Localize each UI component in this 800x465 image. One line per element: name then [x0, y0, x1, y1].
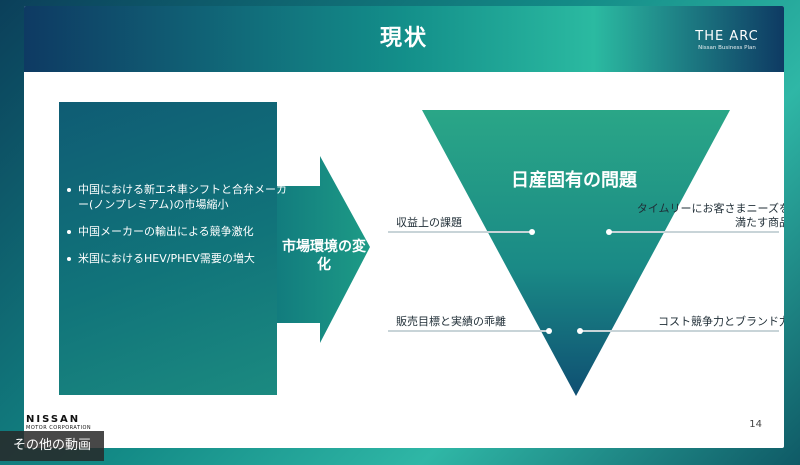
- market-issues-list: 中国における新エネ車シフトと合弁メーカー(ノンプレミアム)の市場縮小 中国メーカ…: [64, 182, 294, 278]
- nissan-logo: NISSAN MOTOR CORPORATION: [26, 414, 100, 434]
- issue-dot-bottom-right: [577, 328, 583, 334]
- issue-top-right: タイムリーにお客さまニーズを満たす商品: [636, 202, 784, 229]
- left-issues-box: [59, 102, 277, 395]
- slide-title: 現状: [379, 26, 428, 51]
- issue-top-left: 収益上の課題: [396, 216, 462, 229]
- issue-bottom-right: コスト競争力とブランド力: [658, 315, 784, 328]
- issue-dot-top-right: [606, 229, 612, 235]
- list-item: 中国メーカーの輸出による競争激化: [64, 224, 294, 239]
- slide-header: [24, 6, 784, 72]
- triangle-title: 日産固有の問題: [511, 170, 637, 191]
- the-arc-logo: THE ARC Nissan Business Plan: [692, 30, 762, 60]
- issues-triangle: [422, 110, 730, 396]
- nissan-logo-corp: MOTOR CORPORATION: [26, 425, 92, 431]
- page-number: 14: [749, 419, 762, 430]
- logo-brand: THE ARC: [695, 29, 759, 44]
- issue-dot-top-left: [529, 229, 535, 235]
- more-videos-button[interactable]: その他の動画: [0, 431, 104, 461]
- list-item: 中国における新エネ車シフトと合弁メーカー(ノンプレミアム)の市場縮小: [64, 182, 294, 212]
- issue-dot-bottom-left: [546, 328, 552, 334]
- issue-bottom-left: 販売目標と実績の乖離: [396, 315, 506, 328]
- nissan-logo-name: NISSAN: [26, 414, 81, 425]
- logo-subtitle: Nissan Business Plan: [698, 45, 756, 51]
- arrow-label: 市場環境の変化: [282, 239, 366, 273]
- diagram-graphics: [277, 110, 779, 396]
- list-item: 米国におけるHEV/PHEV需要の増大: [64, 251, 294, 266]
- market-change-arrow: [277, 156, 370, 343]
- presentation-slide: 現状 THE ARC Nissan Business Plan 中: [24, 6, 784, 448]
